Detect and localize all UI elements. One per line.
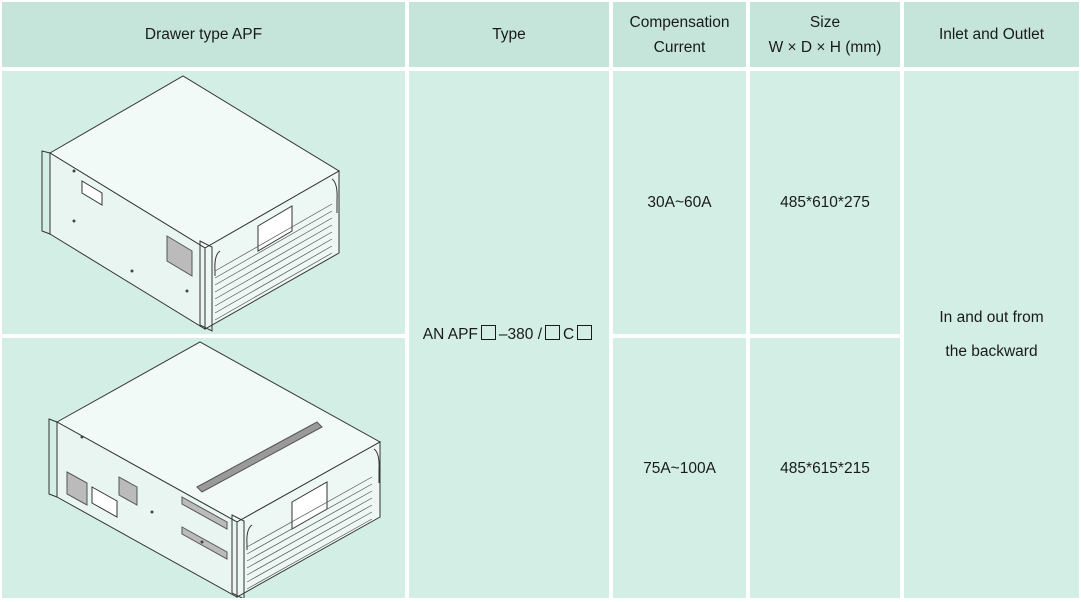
row2-current-cell: 75A~100A [613, 338, 746, 598]
placeholder-box-icon [545, 325, 561, 340]
type-suffix: C [563, 326, 575, 343]
apf-unit-image-1 [2, 71, 405, 334]
header-drawer-type: Drawer type APF [2, 2, 405, 67]
row1-size-cell: 485*610*275 [750, 71, 900, 334]
inlet-outlet-cell: In and out from the backward [904, 71, 1079, 598]
row2-size: 485*615*215 [780, 459, 870, 477]
header-inlet-label: Inlet and Outlet [938, 26, 1045, 43]
apf-drawer-drawing-1 [41, 75, 340, 332]
row1-current: 30A~60A [647, 194, 712, 211]
header-size-line2: W × D × H (mm) [768, 38, 882, 56]
placeholder-box-icon [577, 325, 593, 340]
type-prefix: AN APF [422, 326, 478, 343]
header-current-line2: Current [653, 38, 706, 56]
type-value: AN APF –380 / C [423, 322, 595, 347]
row1-size: 485*610*275 [780, 194, 870, 211]
header-type: Type [409, 2, 609, 67]
header-compensation-current: Compensation Current [613, 2, 746, 67]
inlet-line1: In and out from [939, 308, 1044, 326]
apf-unit-image-2 [2, 338, 405, 598]
row2-size-cell: 485*615*215 [750, 338, 900, 598]
header-drawer-type-label: Drawer type APF [144, 26, 263, 43]
header-inlet-outlet: Inlet and Outlet [904, 2, 1079, 67]
apf-drawer-drawing-2 [48, 340, 382, 598]
row1-current-cell: 30A~60A [613, 71, 746, 334]
type-cell: AN APF –380 / C [409, 71, 609, 598]
header-size: Size W × D × H (mm) [750, 2, 900, 67]
header-current-line1: Compensation [629, 13, 730, 31]
header-size-line1: Size [809, 13, 841, 31]
inlet-line2: the backward [945, 342, 1038, 360]
placeholder-box-icon [480, 325, 496, 340]
type-mid: –380 / [498, 326, 543, 343]
header-type-label: Type [492, 26, 526, 43]
row2-current: 75A~100A [643, 459, 716, 477]
